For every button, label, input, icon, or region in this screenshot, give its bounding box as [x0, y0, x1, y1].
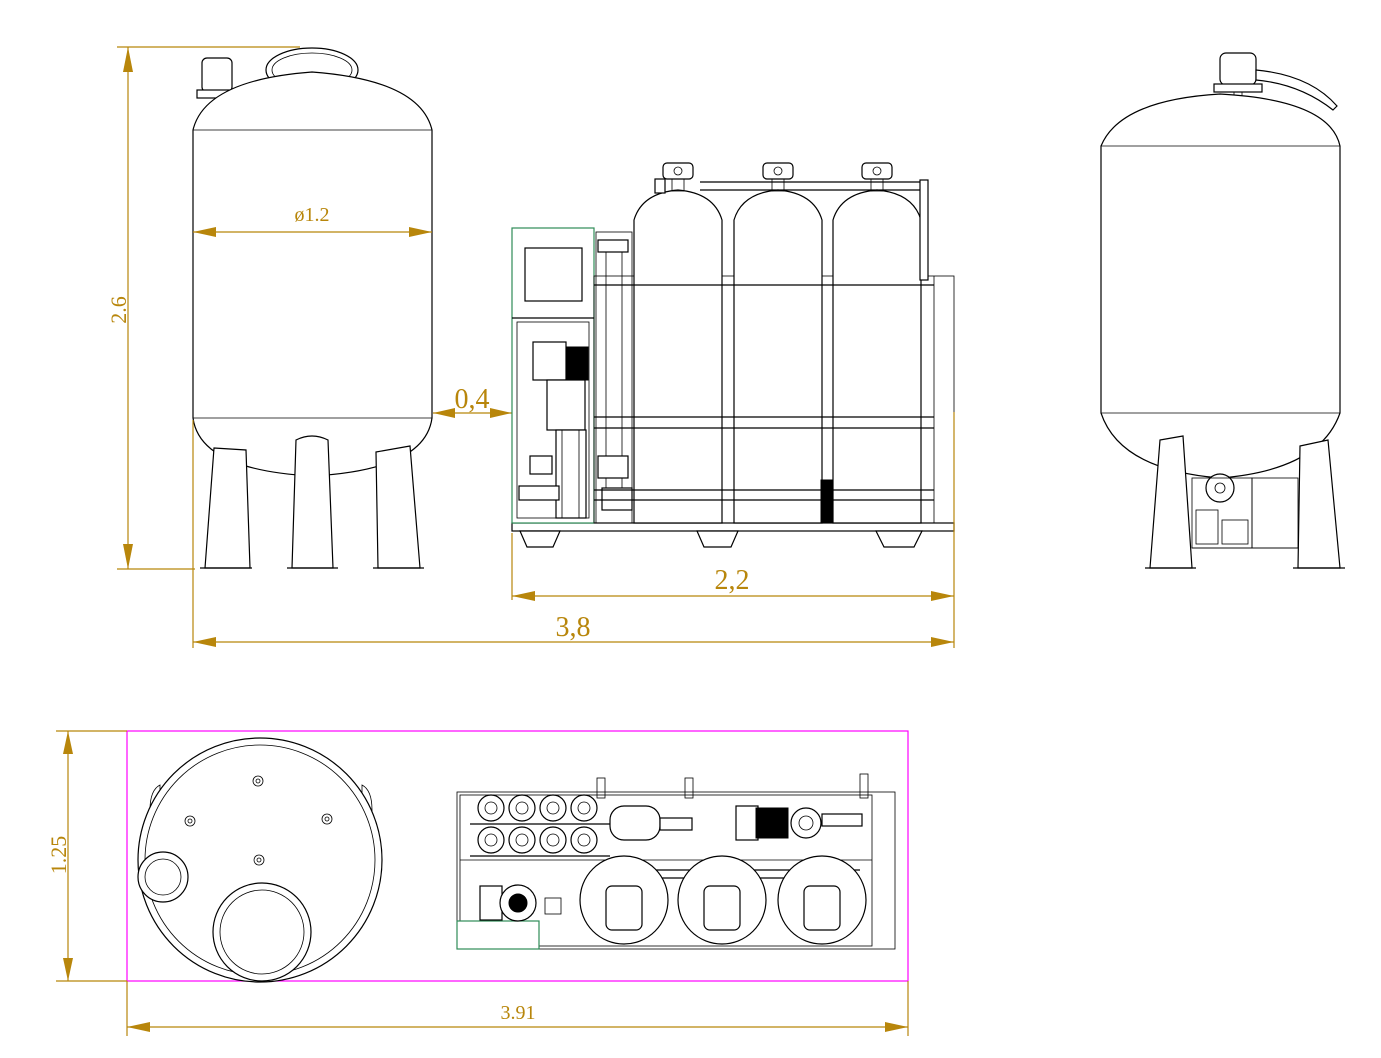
plan-length-dimension: 3.91: [126, 981, 909, 1036]
overall-length-label: 3,8: [556, 612, 591, 643]
side-tank-body: [1100, 93, 1341, 479]
plan-filter-vessels: [579, 855, 867, 945]
vessel-valve-heads: [654, 162, 929, 281]
plan-view-tank: [137, 737, 383, 983]
plan-view-frame: [126, 730, 909, 982]
overall-length-dimension: 3,8: [192, 420, 954, 648]
plan-view-skid: [456, 773, 896, 950]
front-view-tank: ø1.2: [192, 47, 433, 569]
unit-length-label: 2,2: [715, 565, 750, 596]
piping-column: [595, 231, 633, 524]
side-view-tank: [1100, 52, 1345, 569]
tank-body: [192, 71, 433, 477]
skid-feet: [519, 530, 923, 548]
gap-label: 0,4: [455, 384, 490, 415]
side-equipment: [1191, 473, 1299, 549]
height-dimension: 2.6: [106, 46, 300, 570]
plan-length-label: 3.91: [501, 1002, 536, 1024]
tank-diameter-dimension: ø1.2: [193, 204, 432, 237]
tank-diameter-label: ø1.2: [295, 204, 330, 226]
height-label: 2.6: [106, 296, 131, 324]
unit-length-dimension: 2,2: [511, 412, 955, 648]
plan-membrane-housings: [477, 794, 598, 854]
plan-width-dimension: 1.25: [46, 730, 127, 982]
gap-dimension: 0,4: [433, 384, 512, 418]
plan-bolt-holes: [184, 775, 333, 866]
plan-width-label: 1.25: [46, 836, 71, 875]
tank-legs: [200, 435, 424, 569]
control-panel-screen: [524, 247, 583, 302]
filter-vessels: [633, 189, 922, 524]
control-cabinet: [511, 227, 595, 524]
front-view-filter-skid: [511, 162, 955, 548]
